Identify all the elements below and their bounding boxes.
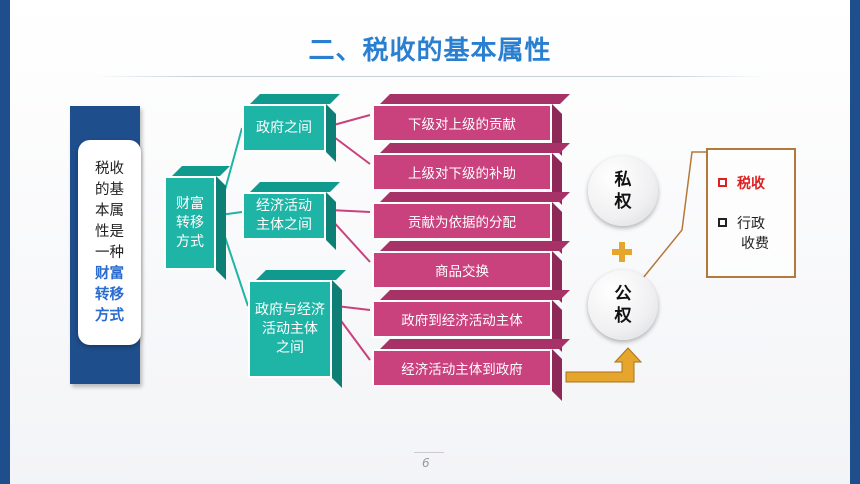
leaf-node-label: 经济活动主体到政府 xyxy=(401,362,523,378)
circle-label: 权 xyxy=(614,192,632,212)
leaf-node: 贡献为依据的分配 xyxy=(372,202,552,240)
private-right-circle: 私 权 xyxy=(588,156,658,226)
leaf-node: 经济活动主体到政府 xyxy=(372,349,552,387)
title-divider xyxy=(95,76,765,77)
group-node-government: 政府之间 xyxy=(242,104,326,152)
definition-highlight: 财富 xyxy=(95,265,124,282)
leaf-node-label: 政府到经济活动主体 xyxy=(401,313,523,329)
group-node-label: 政府与经济 xyxy=(255,301,325,318)
root-node-line: 转移 xyxy=(176,214,204,231)
leaf-node-label: 贡献为依据的分配 xyxy=(408,215,516,231)
leaf-node: 下级对上级的贡献 xyxy=(372,104,552,142)
leaf-node-label: 上级对下级的补助 xyxy=(408,166,516,182)
leaf-node: 商品交换 xyxy=(372,251,552,289)
options-box xyxy=(706,148,796,278)
group-node-government-economic: 政府与经济 活动主体 之间 xyxy=(248,280,332,378)
group-node-economic: 经济活动 主体之间 xyxy=(242,192,326,240)
definition-line: 性是 xyxy=(95,223,124,240)
definition-line: 本属 xyxy=(95,202,124,219)
definition-line: 税收 xyxy=(95,160,124,177)
leaf-node-label: 商品交换 xyxy=(435,264,489,280)
group-node-label: 主体之间 xyxy=(256,217,312,233)
leaf-node-label: 下级对上级的贡献 xyxy=(408,117,516,133)
frame-left-bar xyxy=(0,0,10,484)
option-admin-fee: 行政 收费 xyxy=(718,214,769,254)
page-number: 6 xyxy=(422,456,430,470)
circle-label: 私 xyxy=(614,170,632,190)
group-node-label: 活动主体 xyxy=(262,320,318,337)
definition-line: 的基 xyxy=(95,181,124,198)
root-node: 财富 转移 方式 xyxy=(164,176,216,270)
page-title: 二、税收的基本属性 xyxy=(308,36,552,66)
group-node-label: 政府之间 xyxy=(256,119,312,136)
circle-label: 权 xyxy=(614,306,632,326)
definition-highlight: 方式 xyxy=(95,307,124,324)
page-number-rule xyxy=(414,452,444,453)
leaf-node: 上级对下级的补助 xyxy=(372,153,552,191)
frame-right-bar xyxy=(850,0,860,484)
group-node-label: 经济活动 xyxy=(256,198,312,214)
square-bullet-icon xyxy=(718,218,727,227)
root-node-line: 财富 xyxy=(176,195,204,212)
definition-card: 税收 的基 本属 性是 一种 财富 转移 方式 xyxy=(78,140,141,345)
option-tax: 税收 xyxy=(718,174,765,194)
definition-highlight: 转移 xyxy=(95,286,124,303)
circle-label: 公 xyxy=(614,284,632,304)
group-node-label: 之间 xyxy=(276,339,304,356)
option-label: 收费 xyxy=(741,236,769,252)
option-label: 行政 xyxy=(737,216,765,232)
plus-icon xyxy=(612,242,632,262)
public-right-circle: 公 权 xyxy=(588,270,658,340)
root-node-line: 方式 xyxy=(176,233,204,250)
square-bullet-icon xyxy=(718,178,727,187)
definition-line: 一种 xyxy=(95,244,124,261)
leaf-node: 政府到经济活动主体 xyxy=(372,300,552,338)
option-label: 税收 xyxy=(737,176,765,192)
